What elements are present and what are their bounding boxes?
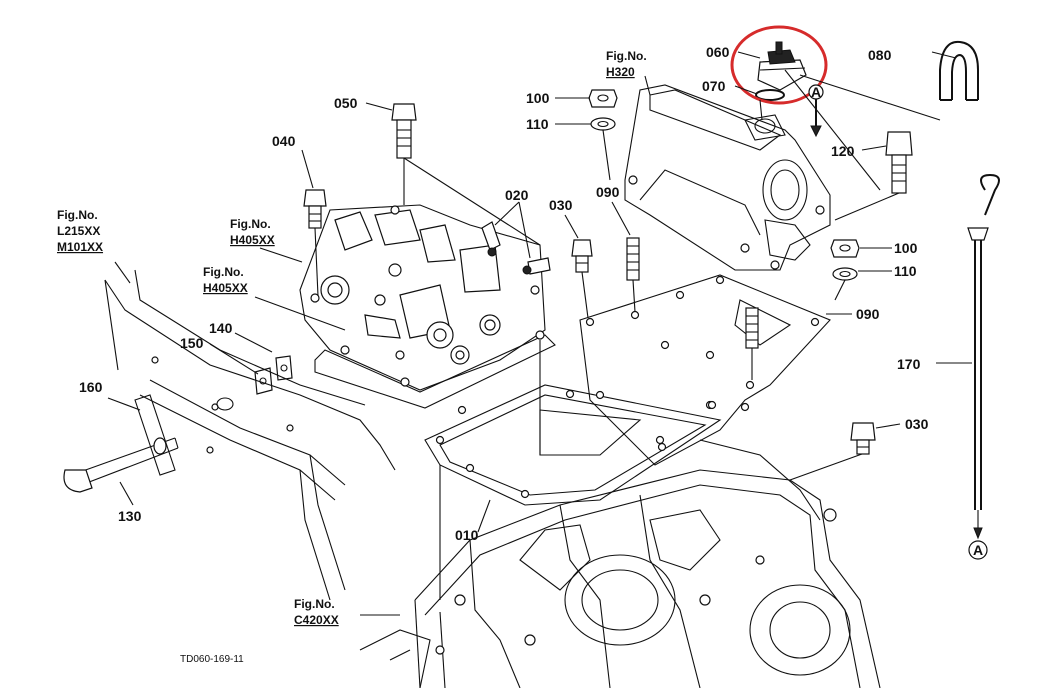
o-ring-070 — [755, 89, 785, 101]
part-label-090-upper: 090 — [596, 184, 620, 200]
nut-100-lower — [830, 239, 860, 258]
part-label-100-upper: 100 — [526, 90, 550, 106]
clip-160 — [134, 394, 176, 476]
fig-ref-h320: Fig.No. H320 — [606, 49, 647, 79]
fig-ref-h405-a-code: H405XX — [230, 233, 275, 247]
bolt-030-lower — [850, 422, 876, 455]
gasket-010 — [424, 384, 722, 506]
washer-110-upper — [590, 117, 616, 131]
washer-110-lower — [832, 267, 858, 281]
fig-ref-h320-label: Fig.No. — [606, 49, 647, 63]
fig-ref-h405-a-label: Fig.No. — [230, 217, 271, 231]
fig-ref-l215-label: Fig.No. — [57, 208, 98, 222]
part-label-110-upper: 110 — [526, 116, 549, 132]
fig-ref-c420: Fig.No. C420XX — [294, 597, 339, 627]
fig-ref-c420-code: C420XX — [294, 613, 339, 627]
side-frame — [104, 269, 396, 601]
part-label-030-upper: 030 — [549, 197, 573, 213]
part-label-150: 150 — [180, 335, 204, 351]
leader-lines — [107, 51, 972, 616]
cover-plate — [579, 274, 831, 466]
fig-ref-h405-b-label: Fig.No. — [203, 265, 244, 279]
valve-block — [299, 204, 556, 409]
part-label-160: 160 — [79, 379, 103, 395]
part-label-040: 040 — [272, 133, 296, 149]
stud-090-upper — [626, 237, 640, 281]
part-label-020: 020 — [505, 187, 529, 203]
bolt-030-upper — [571, 239, 593, 273]
part-label-140: 140 — [209, 320, 233, 336]
part-label-030-lower: 030 — [905, 416, 929, 432]
valve-housing — [624, 84, 831, 271]
fig-ref-m101-code: M101XX — [57, 240, 103, 254]
bolt-120 — [885, 131, 913, 194]
bolt-040 — [303, 189, 327, 229]
arrow-a-bottom: A — [968, 540, 988, 560]
part-label-170: 170 — [897, 356, 921, 372]
part-label-010: 010 — [455, 527, 479, 543]
fig-ref-h405-b: Fig.No. H405XX — [203, 265, 248, 295]
fig-ref-h405-b-code: H405XX — [203, 281, 248, 295]
fig-ref-h320-code: H320 — [606, 65, 635, 79]
fig-ref-l215-m101: Fig.No. L215XX M101XX — [57, 208, 103, 254]
nut-100-upper — [588, 89, 618, 108]
bracket-140 — [275, 355, 293, 381]
part-label-110-lower: 110 — [894, 263, 917, 279]
part-label-080: 080 — [868, 47, 892, 63]
part-label-060: 060 — [706, 44, 730, 60]
stud-090-lower — [745, 307, 759, 349]
arrow-a-bottom-label: A — [973, 542, 983, 558]
arrow-a-top-label: A — [811, 84, 821, 100]
highlight-circle — [730, 25, 828, 105]
breather-cap-060 — [757, 41, 807, 91]
part-label-100-lower: 100 — [894, 240, 918, 256]
fig-ref-c420-label: Fig.No. — [294, 597, 335, 611]
part-label-050: 050 — [334, 95, 358, 111]
fittings-020 — [481, 221, 551, 275]
assembly-lines — [314, 69, 941, 600]
part-label-090-lower: 090 — [856, 306, 880, 322]
part-label-070: 070 — [702, 78, 726, 94]
transmission-case — [359, 439, 881, 688]
part-label-130: 130 — [118, 508, 142, 524]
bolt-050 — [391, 103, 417, 159]
drawing-code: TD060-169-11 — [180, 654, 244, 665]
fig-ref-l215-code: L215XX — [57, 224, 100, 238]
fig-ref-h405-a: Fig.No. H405XX — [230, 217, 275, 247]
pin-130 — [63, 437, 179, 493]
arrow-a-top: A — [808, 84, 824, 138]
breather-hose-080 — [939, 40, 979, 101]
dipstick-170 — [967, 173, 1000, 540]
part-label-120: 120 — [831, 143, 855, 159]
